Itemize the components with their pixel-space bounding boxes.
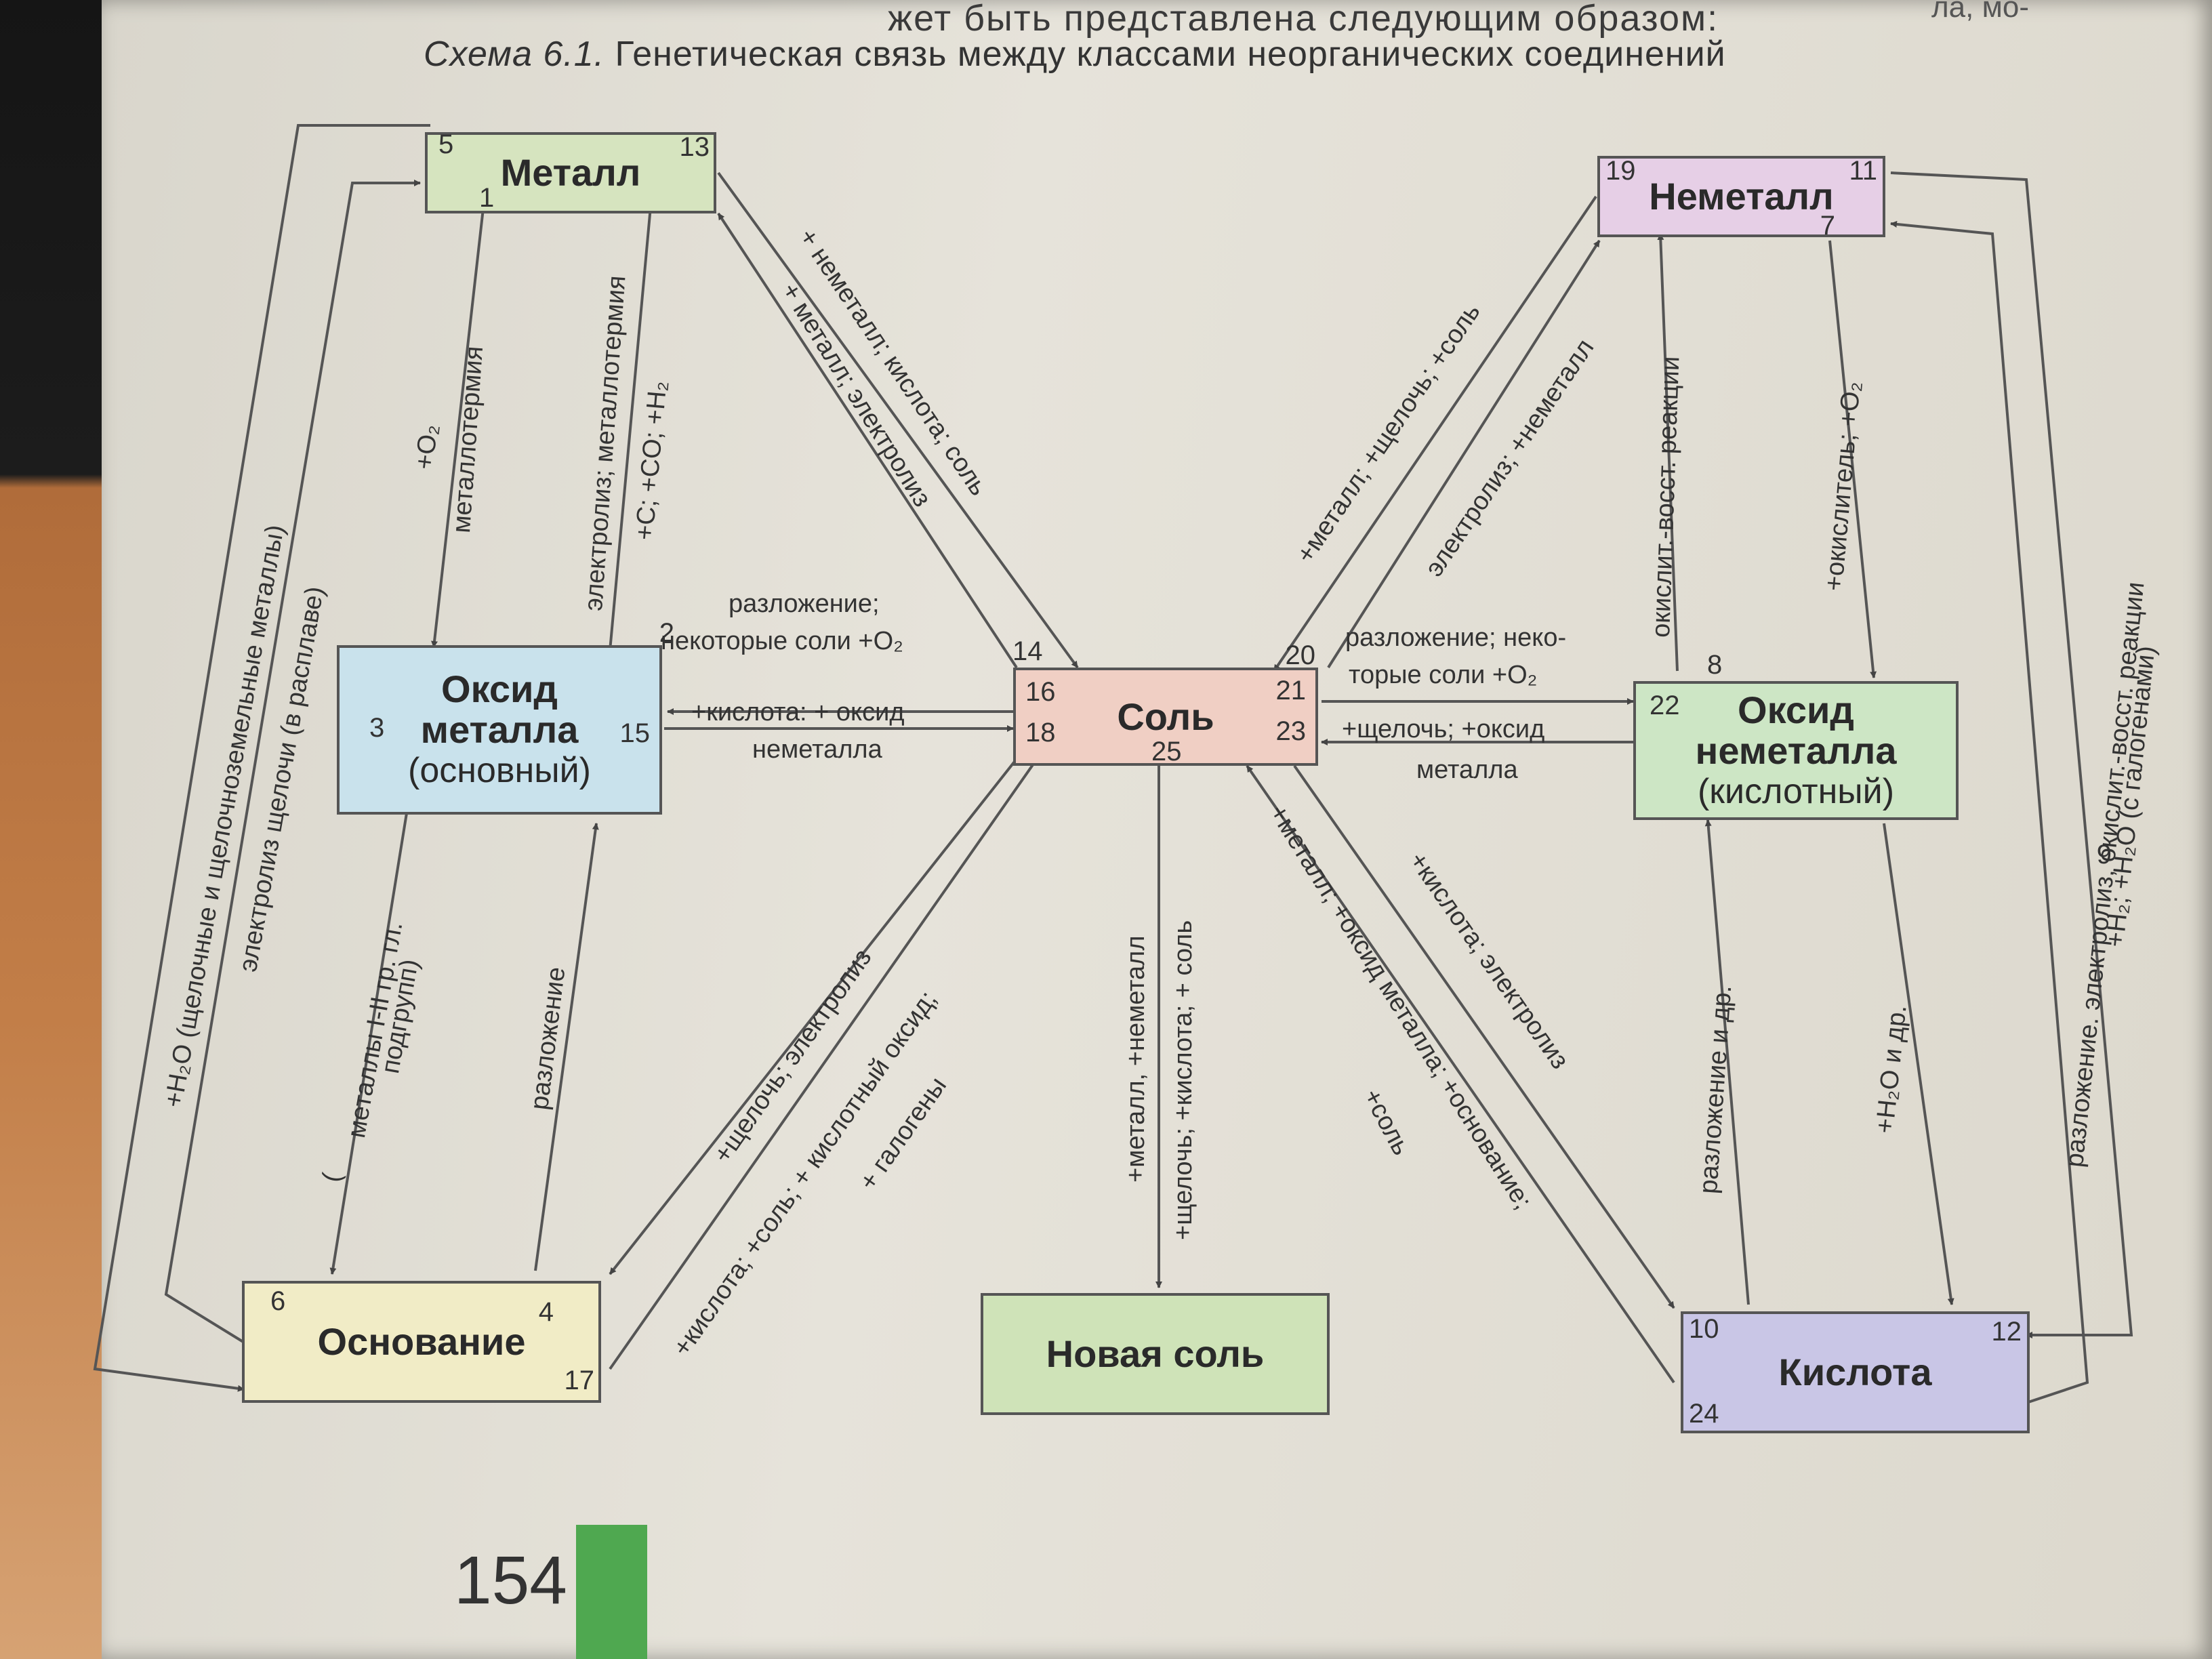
node-number: 22 [1650, 691, 1680, 720]
node-metal-oxide-subtitle: (основный) [408, 751, 591, 790]
arrow-acid-to-salt [1246, 764, 1675, 1384]
node-number: 16 [1025, 677, 1056, 707]
label-metal-to-oxide: +O₂ [410, 422, 444, 472]
node-number: 25 [1151, 737, 1182, 766]
page-number: 154 [454, 1542, 567, 1618]
top-text-fragment: ла, мо- [1931, 0, 2029, 24]
node-number: 20 [1285, 640, 1316, 670]
arrow-base-to-salt [609, 758, 1038, 1370]
node-number: 3 [369, 713, 385, 743]
node-number: 1 [479, 183, 495, 213]
arrow-oxide-to-base [329, 813, 408, 1275]
arrow-salt-to-base [609, 758, 1018, 1275]
arrow-nonmetal-to-noxide [1828, 240, 1877, 678]
arrow-metal-to-oxide [431, 196, 486, 648]
node-new-salt: Новая соль [981, 1293, 1330, 1415]
node-number: 24 [1689, 1399, 1719, 1429]
arrow-salt-to-metal [717, 212, 1018, 669]
node-number: 17 [564, 1366, 595, 1395]
node-nonmetal-title: Неметалл [1649, 175, 1834, 218]
label-oxide-to-salt: +кислота: + оксид [691, 698, 905, 726]
arrow-left-outer-to-base [93, 124, 430, 1392]
arrow-metal-to-salt [717, 171, 1079, 669]
node-number: 11 [1849, 156, 1877, 186]
label-salt-to-noxide: разложение; неко- [1345, 623, 1567, 652]
arrow-nonmetal-to-acid [1890, 171, 2133, 1338]
node-nonmetal-oxide-title: Оксид [1738, 688, 1854, 731]
arrow-base-to-oxide [534, 823, 599, 1271]
diagram-caption: Схема 6.1. Генетическая связь между клас… [424, 34, 1726, 75]
node-base-title: Основание [317, 1320, 526, 1363]
label-noxide-to-salt: +щелочь; +оксид [1342, 715, 1545, 743]
node-salt: Соль 14 16 18 25 21 23 20 [1012, 636, 1318, 766]
arrow-salt-to-acid [1293, 764, 1675, 1309]
arrow-noxide-to-nonmetal [1657, 233, 1679, 672]
top-text-line: жет быть представлена следующим образом: [888, 0, 1719, 39]
node-number: 12 [1991, 1317, 2022, 1347]
node-number: 14 [1012, 636, 1043, 666]
node-number: 23 [1275, 716, 1307, 746]
page-color-tab [576, 1525, 647, 1659]
node-acid: Кислота 10 12 24 9 [1681, 840, 2112, 1433]
node-number: 19 [1605, 156, 1636, 186]
arrow-acid-to-noxide [1704, 819, 1750, 1305]
node-number: 18 [1025, 718, 1056, 747]
node-number: 9 [2096, 840, 2112, 869]
node-nonmetal: Неметалл 19 11 7 [1597, 156, 1885, 241]
node-number: 10 [1689, 1314, 1719, 1344]
caption-text: Генетическая связь между классами неорга… [615, 35, 1726, 74]
label-oxide-to-salt: неметалла [752, 735, 882, 764]
label-salt-to-oxide: некоторые соли +O₂ [661, 627, 903, 655]
node-number: 4 [538, 1297, 554, 1327]
node-nonmetal-oxide: Оксид неметалла (кислотный) 8 22 [1633, 650, 1959, 820]
arrow-salt-to-nonmetal [1327, 239, 1601, 669]
node-metal-oxide: Оксид металла (основный) 2 3 15 [337, 618, 674, 815]
node-number: 13 [679, 132, 710, 162]
node-base: Основание 6 4 17 [242, 1281, 601, 1403]
caption-prefix: Схема 6.1. [424, 35, 605, 74]
node-metal-oxide-title: Оксид [441, 668, 558, 710]
node-nonmetal-oxide-title2: неметалла [1695, 729, 1897, 772]
node-acid-title: Кислота [1778, 1351, 1932, 1393]
arrow-oxide-to-metal [609, 206, 654, 651]
node-number: 2 [659, 618, 674, 648]
label-salt-new: +металл, +неметалл [1122, 935, 1150, 1183]
arrow-nonmetal-to-salt [1273, 195, 1597, 672]
node-number: 15 [619, 718, 651, 748]
label-salt-to-noxide: торые соли +O₂ [1349, 661, 1538, 689]
node-number: 8 [1707, 650, 1723, 680]
label-salt-to-oxide: разложение; [729, 590, 880, 618]
node-metal-title: Металл [500, 151, 641, 194]
label-noxide-to-salt: металла [1416, 756, 1518, 784]
arrow-noxide-to-acid [1883, 823, 1954, 1305]
node-nonmetal-oxide-subtitle: (кислотный) [1697, 771, 1895, 811]
node-new-salt-title: Новая соль [1046, 1332, 1265, 1375]
arrow-acid-to-nonmetal [1890, 220, 2089, 1404]
arrow-base-to-metal [164, 180, 421, 1350]
node-number: 5 [438, 129, 454, 159]
node-metal: Металл 5 13 1 [425, 129, 716, 213]
node-salt-title: Соль [1117, 695, 1214, 738]
node-number: 6 [270, 1286, 286, 1316]
node-number: 7 [1820, 211, 1835, 241]
node-metal-oxide-title2: металла [420, 708, 579, 751]
label-salt-new: +щелочь; +кислота; + соль [1169, 920, 1197, 1240]
node-number: 21 [1275, 676, 1307, 705]
